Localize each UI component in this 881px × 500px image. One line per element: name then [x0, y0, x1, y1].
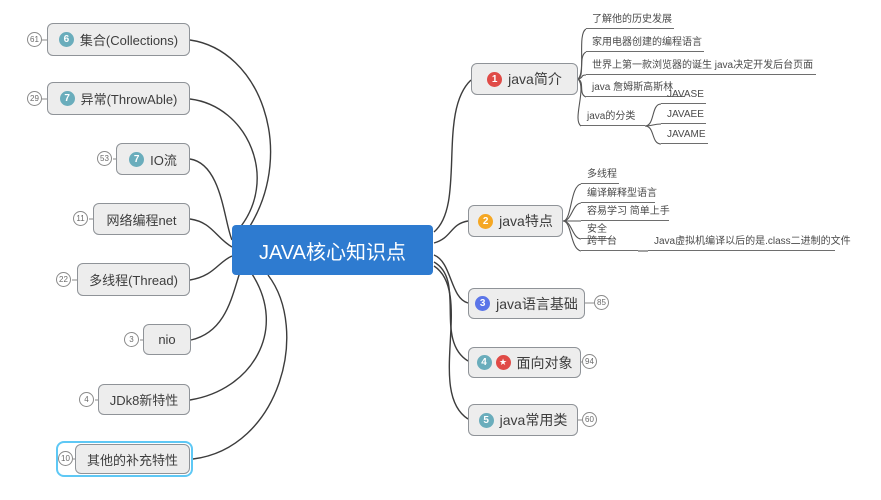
edge-features: [433, 220, 469, 244]
priority-icon: 7: [129, 151, 145, 167]
subtopic-feature-secure[interactable]: 安全: [581, 223, 611, 239]
count-badge-common: 60: [582, 412, 597, 427]
node-label: java常用类: [499, 412, 568, 428]
count-badge-io: 53: [97, 151, 112, 166]
node-intro[interactable]: 1 java简介: [471, 63, 578, 95]
edge-other: [192, 274, 288, 460]
node-basics[interactable]: 3 java语言基础: [468, 288, 585, 319]
edge-throwable: [189, 98, 258, 231]
subtopic-intro-appliance[interactable]: 家用电器创建的编程语言: [586, 36, 704, 52]
node-label: 异常(ThrowAble): [80, 92, 178, 107]
priority-icon: 6: [58, 32, 74, 47]
priority-icon: 5: [478, 412, 494, 428]
node-label: 网络编程net: [106, 212, 177, 228]
edge-intro-c1: [577, 51, 587, 80]
subtopic-jvm-class-file[interactable]: Java虚拟机编译以后的是.class二进制的文件: [648, 235, 851, 251]
edge-classify-me: [644, 125, 662, 145]
count-badge-other: 10: [58, 451, 73, 466]
root-topic-label: JAVA核心知识点: [258, 241, 407, 264]
subtopic-javame[interactable]: JAVAME: [661, 128, 708, 144]
count-badge-thread: 22: [56, 272, 71, 287]
subtopic-intro-gosling[interactable]: java 詹姆斯高斯林: [586, 81, 684, 97]
node-label: java简介: [508, 71, 562, 87]
node-io[interactable]: 7 IO流: [116, 143, 190, 175]
edge-intro-c3: [577, 78, 587, 98]
node-label: 多线程(Thread): [89, 273, 178, 288]
node-label: java语言基础: [496, 295, 578, 312]
edge-net: [189, 218, 233, 248]
edge-intro: [433, 79, 472, 233]
edge-io: [189, 158, 233, 241]
node-label: IO流: [150, 152, 177, 168]
subtopic-feature-multithread[interactable]: 多线程: [581, 168, 619, 184]
selection-outline: [56, 441, 193, 477]
edge-common: [433, 265, 469, 420]
node-jdk8[interactable]: JDk8新特性: [98, 384, 190, 415]
priority-icon: 4: [476, 355, 492, 370]
node-other-selected[interactable]: 其他的补充特性: [75, 444, 190, 474]
count-badge-nio: 3: [124, 332, 139, 347]
subtopic-intro-browser[interactable]: 世界上第一款浏览器的诞生 java决定开发后台页面: [586, 59, 816, 75]
subtopic-intro-history[interactable]: 了解他的历史发展: [586, 13, 674, 29]
priority-icon: 2: [478, 213, 494, 229]
edge-features-c1: [562, 202, 582, 222]
node-throwable[interactable]: 7 异常(ThrowAble): [47, 82, 190, 115]
edge-thread: [189, 255, 233, 281]
count-badge-collections: 61: [27, 32, 42, 47]
node-label: nio: [158, 332, 176, 347]
subtopic-feature-easy[interactable]: 容易学习 简单上手: [581, 205, 670, 221]
node-features[interactable]: 2 java特点: [468, 205, 563, 237]
count-badge-net: 11: [73, 211, 88, 226]
node-label: 其他的补充特性: [86, 452, 178, 468]
node-nio[interactable]: nio: [143, 324, 191, 355]
count-badge-jdk8: 4: [79, 392, 94, 407]
priority-icon: 1: [487, 71, 503, 87]
subtopic-javase[interactable]: JAVASE: [661, 88, 706, 104]
edge-basics: [433, 254, 469, 304]
priority-icon: 7: [59, 91, 75, 106]
subtopic-feature-compiled[interactable]: 编译解释型语言: [581, 187, 657, 203]
node-net[interactable]: 网络编程net: [93, 203, 190, 235]
star-icon: ★: [495, 355, 511, 370]
subtopic-feature-crossplatform[interactable]: 跨平台: [581, 235, 638, 251]
edge-intro-c0: [577, 28, 587, 80]
node-label: 面向对象: [516, 354, 573, 371]
node-collections[interactable]: 6 集合(Collections): [47, 23, 190, 56]
edge-features-c0: [562, 183, 582, 222]
edge-classify-ee: [644, 123, 662, 127]
node-label: java特点: [499, 213, 553, 229]
count-badge-oop: 94: [582, 354, 597, 369]
edge-nio: [190, 271, 241, 341]
edge-features-cross: [562, 220, 582, 252]
edge-oop: [433, 261, 469, 362]
priority-icon: 3: [475, 296, 491, 311]
node-common[interactable]: 5 java常用类: [468, 404, 578, 436]
edge-jdk8: [189, 273, 268, 401]
count-badge-throwable: 29: [27, 91, 42, 106]
count-badge-basics: 85: [594, 295, 609, 310]
node-label: JDk8新特性: [109, 393, 179, 408]
subtopic-javaee[interactable]: JAVAEE: [661, 108, 706, 124]
edge-intro-c2: [577, 74, 587, 80]
edge-collections: [189, 39, 272, 227]
node-oop[interactable]: 4 ★ 面向对象: [468, 347, 581, 378]
node-thread[interactable]: 多线程(Thread): [77, 263, 190, 296]
subtopic-intro-classify[interactable]: java的分类: [581, 110, 645, 126]
root-topic[interactable]: JAVA核心知识点: [232, 225, 433, 275]
edge-features-c3: [562, 220, 582, 240]
node-label: 集合(Collections): [79, 33, 179, 48]
edge-classify-se: [644, 103, 662, 127]
